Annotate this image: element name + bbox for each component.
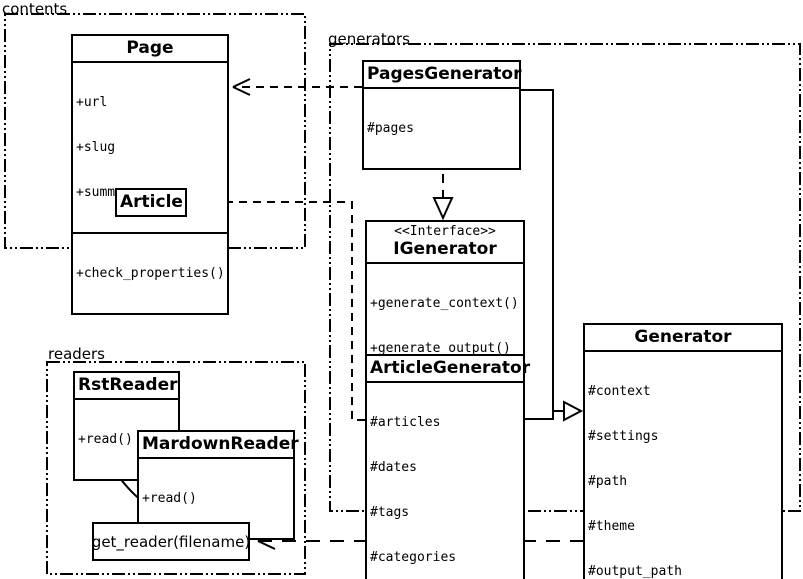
interface-igenerator-title: <<Interface>> IGenerator <box>367 222 523 264</box>
attribute-line: #settings <box>588 429 659 444</box>
class-page-methods: +check_properties() <box>73 232 227 313</box>
class-pagesgenerator: PagesGenerator #pages <box>362 60 521 170</box>
attribute-line: #theme <box>588 519 635 534</box>
interface-igenerator-methods: +generate_context() +generate_output() <box>367 264 523 388</box>
class-pagesgenerator-attributes: #pages <box>364 89 519 168</box>
attribute-line: #categories <box>370 550 457 565</box>
class-page: Page +url +slug +summary +check_properti… <box>71 34 229 315</box>
class-rstreader-methods: +read() <box>75 400 178 479</box>
class-generator-attributes: #context #settings #path #theme #output_… <box>585 352 781 579</box>
package-readers-label: readers <box>48 345 105 363</box>
generalization-articlegenerator-to-generator-line <box>525 411 554 420</box>
class-mardownreader-title: MardownReader <box>139 432 299 459</box>
method-line: +check_properties() <box>76 266 225 281</box>
interface-stereotype: <<Interface>> <box>394 224 496 239</box>
package-readers-frame <box>46 361 306 575</box>
attribute-line: #pages <box>367 121 414 136</box>
function-get-reader-label: get_reader(filename) <box>91 532 251 551</box>
class-article: Article <box>115 188 187 217</box>
method-line: +generate_context() <box>370 296 519 311</box>
attribute-line: +slug <box>76 140 116 155</box>
class-pagesgenerator-title: PagesGenerator <box>364 62 521 89</box>
package-contents-label: contents <box>2 0 68 18</box>
class-articlegenerator-attributes: #articles #dates #tags #categories <box>367 383 523 579</box>
attribute-line: #articles <box>370 415 441 430</box>
dependency-pagesgenerator-to-page-arrowhead <box>232 78 251 96</box>
method-line: +generate_output() <box>370 341 511 356</box>
package-generators-frame <box>329 43 801 512</box>
class-articlegenerator-title: ArticleGenerator <box>367 356 530 383</box>
class-mardownreader-methods: +read() <box>139 459 293 538</box>
attribute-line: #output_path <box>588 564 682 579</box>
dependency-articlegenerator-to-article-line <box>191 201 365 421</box>
class-mardownreader: MardownReader +read() <box>137 430 299 540</box>
class-rstreader-title: RstReader <box>75 373 178 400</box>
attribute-line: #path <box>588 474 628 489</box>
class-article-title: Article <box>120 192 183 212</box>
attribute-line: #context <box>588 384 651 399</box>
method-line: +read() <box>78 432 133 447</box>
class-articlegenerator: ArticleGenerator #articles #dates #tags … <box>365 354 530 579</box>
class-generator-title: Generator <box>585 325 781 352</box>
package-generators-label: generators <box>328 30 410 48</box>
class-generator: Generator #context #settings #path #them… <box>583 323 783 579</box>
function-get-reader: get_reader(filename) <box>92 522 250 561</box>
interface-name: IGenerator <box>393 239 497 259</box>
attribute-line: #dates <box>370 460 417 475</box>
generalization-to-generator-triangle <box>563 400 584 422</box>
class-page-title: Page <box>73 36 227 63</box>
attribute-line: +url <box>76 95 108 110</box>
method-line: +read() <box>142 491 197 506</box>
attribute-line: #tags <box>370 505 410 520</box>
realization-pagesgenerator-to-igenerator-triangle <box>432 197 454 221</box>
generalization-pagesgenerator-to-generator-line <box>521 89 564 412</box>
